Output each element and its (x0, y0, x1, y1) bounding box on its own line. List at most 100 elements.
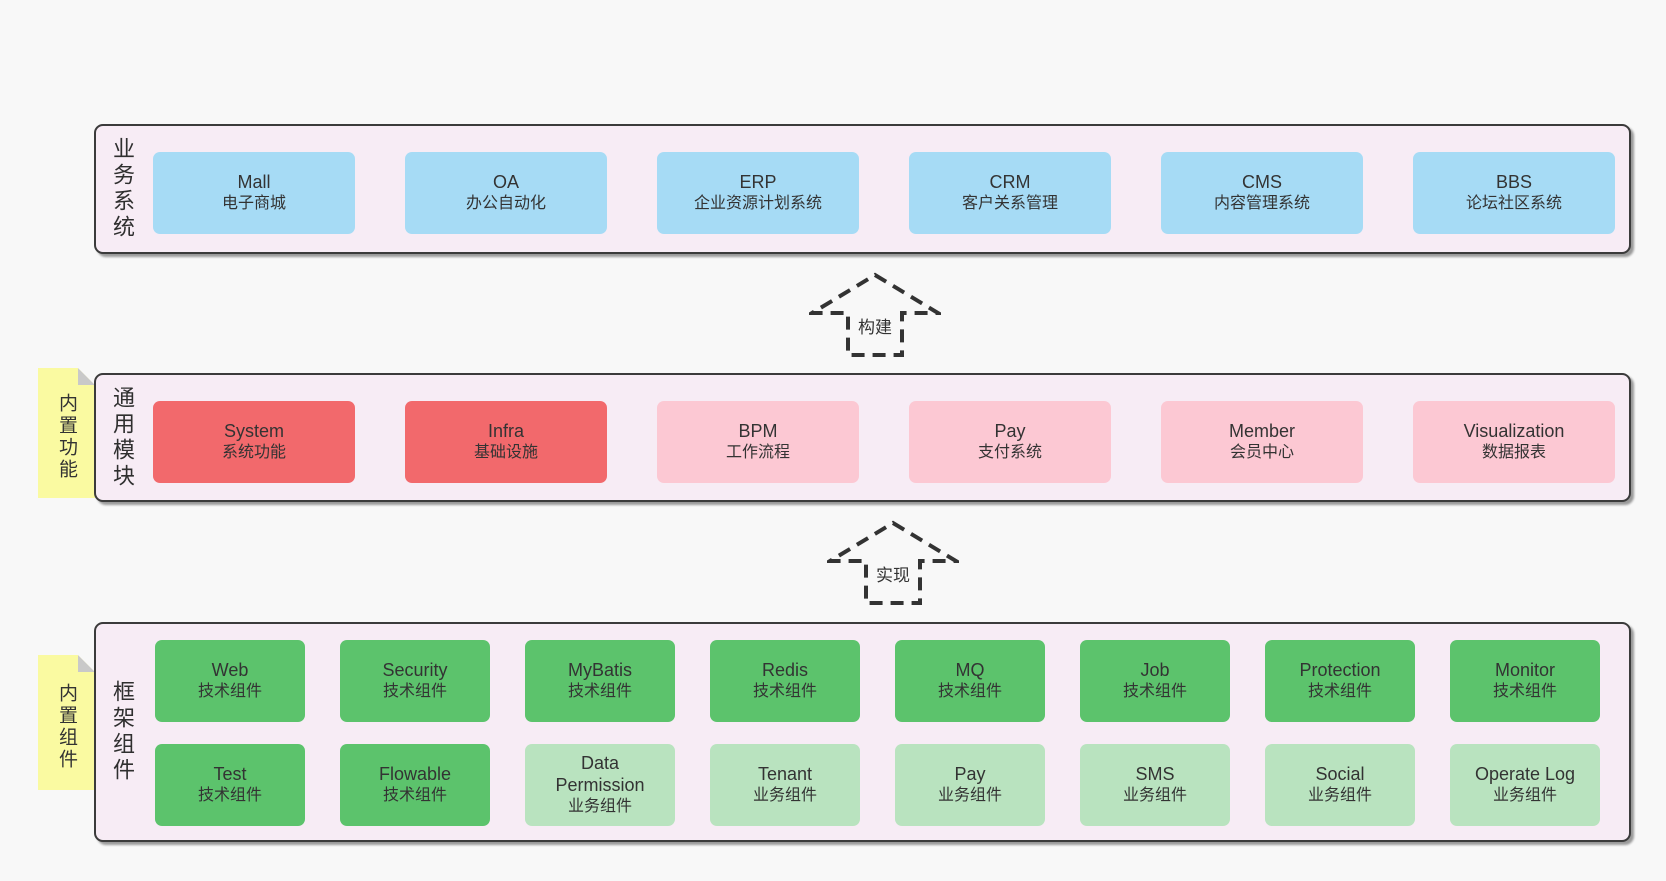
box-title: Pay (954, 764, 986, 784)
box-web: Web 技术组件 (155, 640, 305, 722)
layer-framework-components: 框架组件 Web 技术组件 Security 技术组件 MyBatis 技术组件… (94, 622, 1631, 842)
box-subtitle: 企业资源计划系统 (693, 195, 822, 212)
box-title: Web (211, 660, 249, 680)
box-title: Social (1315, 764, 1365, 784)
box-subtitle: 技术组件 (1122, 683, 1187, 700)
box-subtitle: 支付系统 (977, 444, 1042, 461)
box-mq: MQ 技术组件 (895, 640, 1045, 722)
box-subtitle: 业务组件 (937, 787, 1002, 804)
box-mybatis: MyBatis 技术组件 (525, 640, 675, 722)
box-title: Tenant (757, 764, 813, 784)
sticky-note-builtin-functions: 内置功能 (38, 368, 95, 498)
box-title: CMS (1242, 172, 1282, 192)
business-systems-row: Mall 电子商城 OA 办公自动化 ERP 企业资源计划系统 CRM 客户关系… (153, 152, 1615, 234)
box-data-permission: Data Permission 业务组件 (525, 744, 675, 826)
sticky-note-text: 内置功能 (56, 393, 77, 481)
box-pay-component: Pay 业务组件 (895, 744, 1045, 826)
build-arrow: 构建 (809, 272, 941, 358)
box-title: Data Permission (555, 753, 645, 795)
box-subtitle: 论坛社区系统 (1465, 195, 1562, 212)
box-crm: CRM 客户关系管理 (909, 152, 1111, 234)
box-subtitle: 技术组件 (1307, 683, 1372, 700)
box-subtitle: 技术组件 (1492, 683, 1557, 700)
layer-side-label: 框架组件 (110, 680, 135, 784)
box-title: Operate Log (1474, 764, 1576, 784)
box-subtitle: 技术组件 (197, 683, 262, 700)
box-subtitle: 客户关系管理 (961, 195, 1058, 212)
box-title: BBS (1495, 172, 1533, 192)
box-monitor: Monitor 技术组件 (1450, 640, 1600, 722)
box-subtitle: 办公自动化 (465, 195, 546, 212)
build-arrow-label: 构建 (854, 312, 896, 339)
box-sms: SMS 业务组件 (1080, 744, 1230, 826)
box-title: Test (213, 764, 247, 784)
box-test: Test 技术组件 (155, 744, 305, 826)
layer-side-label: 业务系统 (110, 137, 135, 241)
box-title: Redis (761, 660, 809, 680)
box-subtitle: 工作流程 (725, 444, 790, 461)
box-subtitle: 业务组件 (567, 798, 632, 815)
box-title: Job (1140, 660, 1170, 680)
box-subtitle: 技术组件 (567, 683, 632, 700)
box-subtitle: 技术组件 (937, 683, 1002, 700)
box-cms: CMS 内容管理系统 (1161, 152, 1363, 234)
box-subtitle: 业务组件 (752, 787, 817, 804)
box-social: Social 业务组件 (1265, 744, 1415, 826)
implement-arrow-label: 实现 (872, 560, 914, 587)
box-member: Member 会员中心 (1161, 401, 1363, 483)
box-security: Security 技术组件 (340, 640, 490, 722)
box-pay-module: Pay 支付系统 (909, 401, 1111, 483)
sticky-note-builtin-components: 内置组件 (38, 655, 95, 790)
framework-components-row-2: Test 技术组件 Flowable 技术组件 Data Permission … (155, 744, 1600, 826)
box-subtitle: 技术组件 (382, 683, 447, 700)
box-subtitle: 业务组件 (1307, 787, 1372, 804)
box-subtitle: 内容管理系统 (1213, 195, 1310, 212)
box-subtitle: 业务组件 (1492, 787, 1557, 804)
box-title: MyBatis (567, 660, 632, 680)
dashed-up-arrow-icon (809, 272, 941, 357)
box-visualization: Visualization 数据报表 (1413, 401, 1615, 483)
box-title: Flowable (378, 764, 452, 784)
framework-components-row-1: Web 技术组件 Security 技术组件 MyBatis 技术组件 Redi… (155, 640, 1600, 722)
box-title: Visualization (1463, 421, 1565, 441)
box-tenant: Tenant 业务组件 (710, 744, 860, 826)
box-bbs: BBS 论坛社区系统 (1413, 152, 1615, 234)
box-subtitle: 系统功能 (221, 444, 286, 461)
folded-corner-icon (78, 655, 95, 672)
layer-side-label: 通用模块 (110, 385, 135, 490)
box-title: Protection (1299, 660, 1381, 680)
box-title: Infra (487, 421, 525, 441)
box-subtitle: 技术组件 (752, 683, 817, 700)
box-title: Pay (994, 421, 1026, 441)
box-subtitle: 业务组件 (1122, 787, 1187, 804)
box-infra: Infra 基础设施 (405, 401, 607, 483)
box-system: System 系统功能 (153, 401, 355, 483)
box-title: Security (382, 660, 448, 680)
box-erp: ERP 企业资源计划系统 (657, 152, 859, 234)
layer-common-modules: 通用模块 System 系统功能 Infra 基础设施 BPM 工作流程 Pay… (94, 373, 1631, 502)
dashed-up-arrow-icon (827, 520, 959, 605)
box-title: Monitor (1494, 660, 1556, 680)
box-redis: Redis 技术组件 (710, 640, 860, 722)
box-job: Job 技术组件 (1080, 640, 1230, 722)
box-oa: OA 办公自动化 (405, 152, 607, 234)
implement-arrow: 实现 (827, 520, 959, 606)
box-title: Mall (237, 172, 271, 192)
box-mall: Mall 电子商城 (153, 152, 355, 234)
sticky-note-text: 内置组件 (56, 682, 77, 771)
box-subtitle: 技术组件 (382, 787, 447, 804)
common-modules-row: System 系统功能 Infra 基础设施 BPM 工作流程 Pay 支付系统… (153, 401, 1615, 483)
box-protection: Protection 技术组件 (1265, 640, 1415, 722)
box-subtitle: 数据报表 (1481, 444, 1546, 461)
folded-corner-icon (78, 368, 95, 385)
box-title: ERP (739, 172, 777, 192)
box-subtitle: 基础设施 (473, 444, 538, 461)
box-subtitle: 电子商城 (221, 195, 286, 212)
box-title: BPM (738, 421, 778, 441)
box-subtitle: 技术组件 (197, 787, 262, 804)
layer-business-systems: 业务系统 Mall 电子商城 OA 办公自动化 ERP 企业资源计划系统 CRM… (94, 124, 1631, 254)
box-flowable: Flowable 技术组件 (340, 744, 490, 826)
box-title: System (223, 421, 284, 441)
box-subtitle: 会员中心 (1229, 444, 1294, 461)
box-title: SMS (1135, 764, 1175, 784)
